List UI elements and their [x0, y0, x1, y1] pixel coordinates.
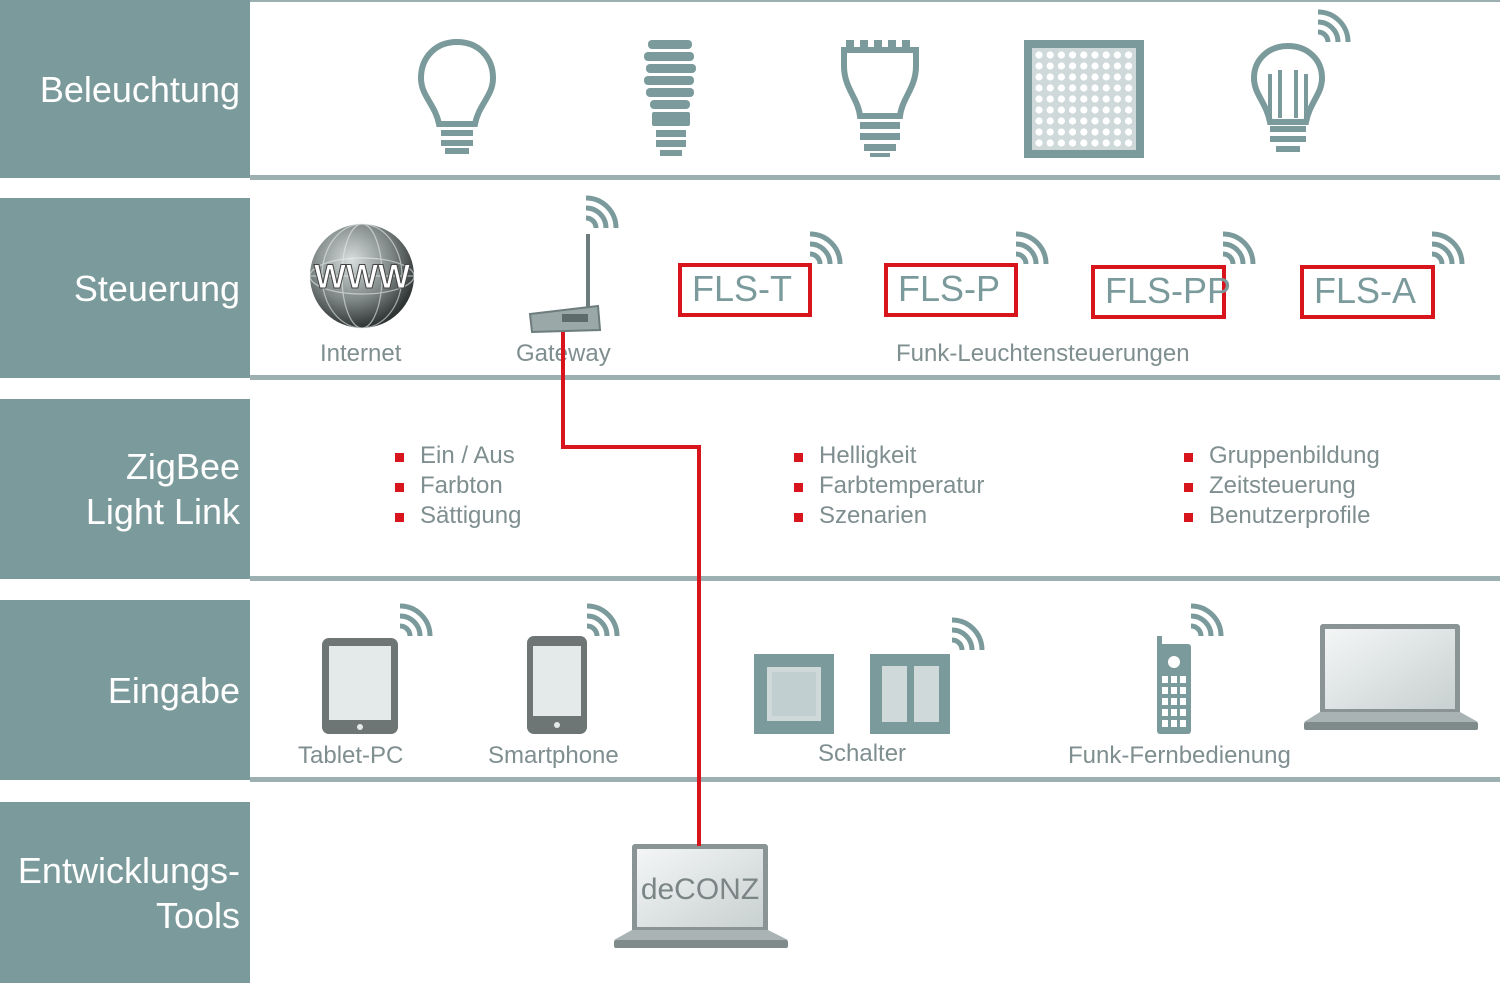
row-label-text: Beleuchtung — [40, 67, 240, 112]
wifi-signal-icon — [1014, 232, 1050, 266]
bullet-icon — [794, 453, 803, 462]
wifi-signal-icon — [808, 232, 844, 266]
laptop-icon — [1302, 622, 1480, 734]
switch-icon — [754, 618, 989, 734]
bullet-icon — [794, 483, 803, 492]
list-item: Szenarien — [794, 501, 984, 531]
list-item: Farbton — [395, 471, 521, 501]
smartphone-caption: Smartphone — [488, 742, 619, 770]
bullet-icon — [395, 453, 404, 462]
deconz-laptop-icon: deCONZ — [612, 842, 790, 954]
wifi-signal-icon — [1430, 232, 1466, 266]
row-label-control: Steuerung — [0, 198, 250, 378]
www-text: WWW — [314, 258, 411, 296]
deconz-label: deCONZ — [641, 873, 759, 906]
fls-t-box: FLS-T — [678, 263, 812, 317]
led-spot-bulb-icon — [840, 38, 920, 158]
bullet-icon — [1184, 453, 1193, 462]
fls-a-box: FLS-A — [1300, 265, 1435, 319]
fls-pp-box: FLS-PP — [1091, 265, 1226, 319]
row-label-input: Eingabe — [0, 600, 250, 780]
feature-list-1: Ein / Aus Farbton Sättigung — [395, 441, 521, 531]
bullet-icon — [395, 513, 404, 522]
list-item: Benutzerprofile — [1184, 501, 1380, 531]
bullet-icon — [1184, 483, 1193, 492]
wifi-signal-icon — [1221, 232, 1257, 266]
list-item: Sättigung — [395, 501, 521, 531]
tablet-icon — [320, 604, 435, 736]
bullet-icon — [794, 513, 803, 522]
wireless-led-bulb-icon — [1248, 10, 1358, 160]
list-item: Ein / Aus — [395, 441, 521, 471]
list-item: Farbtemperatur — [794, 471, 984, 501]
feature-list-2: Helligkeit Farbtemperatur Szenarien — [794, 441, 984, 531]
remote-control-icon — [1155, 604, 1227, 736]
smartphone-icon — [525, 604, 623, 736]
remote-caption: Funk-Fernbedienung — [1068, 742, 1291, 770]
row-label-text: Steuerung — [74, 266, 240, 311]
row-label-lighting: Beleuchtung — [0, 0, 250, 178]
row-label-tools: Entwicklungs- Tools — [0, 802, 250, 983]
list-item: Helligkeit — [794, 441, 984, 471]
row-label-text: Eingabe — [108, 668, 240, 713]
bullet-icon — [1184, 513, 1193, 522]
row-label-text: Tools — [156, 893, 240, 938]
gateway-router-icon — [526, 196, 626, 336]
row-label-text: Light Link — [86, 489, 240, 534]
feature-list-3: Gruppenbildung Zeitsteuerung Benutzerpro… — [1184, 441, 1380, 531]
row-label-text: ZigBee — [126, 444, 240, 489]
internet-caption: Internet — [320, 340, 401, 368]
gateway-caption: Gateway — [516, 340, 611, 368]
row-panel-tools — [250, 780, 1500, 983]
fls-p-box: FLS-P — [884, 263, 1018, 317]
cfl-bulb-icon — [640, 38, 700, 158]
globe-www-icon: WWW — [308, 222, 416, 330]
fls-caption: Funk-Leuchtensteuerungen — [896, 340, 1190, 368]
bullet-icon — [395, 483, 404, 492]
list-item: Zeitsteuerung — [1184, 471, 1380, 501]
row-label-zll: ZigBee Light Link — [0, 399, 250, 579]
led-panel-icon — [1024, 40, 1144, 158]
switch-caption: Schalter — [818, 740, 906, 768]
list-item: Gruppenbildung — [1184, 441, 1380, 471]
incandescent-bulb-icon — [415, 38, 500, 158]
tablet-caption: Tablet-PC — [298, 742, 403, 770]
row-label-text: Entwicklungs- — [18, 848, 240, 893]
